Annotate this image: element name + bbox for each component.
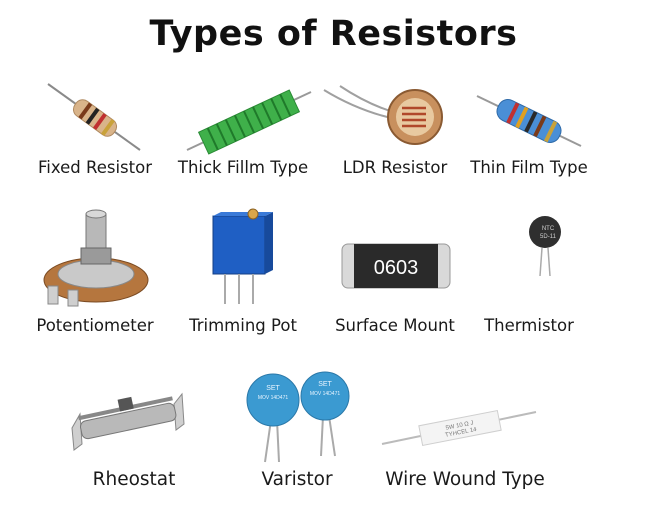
ldr-label: LDR Resistor bbox=[342, 158, 448, 177]
potentiometer-label: Potentiometer bbox=[36, 316, 154, 335]
surface-mount-resistor-icon: 0603 bbox=[341, 243, 451, 289]
thick-film-resistor-icon bbox=[186, 89, 312, 155]
surface-mount-label: Surface Mount bbox=[335, 316, 455, 335]
trimming-pot-icon bbox=[212, 208, 273, 304]
svg-text:MOV 14D471: MOV 14D471 bbox=[258, 395, 289, 401]
svg-text:NTC: NTC bbox=[542, 226, 555, 232]
fixed-resistor-icon bbox=[47, 83, 141, 151]
page-title: Types of Resistors bbox=[149, 14, 518, 54]
smd-marking: 0603 bbox=[374, 257, 419, 279]
varistor-icon: SET MOV 14D471 SET MOV 14D471 bbox=[246, 371, 350, 463]
fixed-resistor-label: Fixed Resistor bbox=[37, 158, 153, 177]
svg-text:SET: SET bbox=[266, 385, 280, 392]
thin-film-resistor-icon bbox=[476, 95, 582, 147]
thick-film-label: Thick Fillm Type bbox=[177, 158, 309, 177]
svg-text:SET: SET bbox=[318, 381, 332, 388]
svg-text:MOV 14D471: MOV 14D471 bbox=[310, 391, 341, 397]
rheostat-icon bbox=[71, 392, 185, 451]
wire-wound-label: Wire Wound Type bbox=[385, 469, 545, 490]
svg-text:5D-11: 5D-11 bbox=[540, 234, 557, 240]
varistor-label: Varistor bbox=[261, 469, 333, 490]
potentiometer-icon bbox=[43, 209, 149, 307]
ldr-resistor-icon bbox=[323, 85, 443, 145]
thermistor-icon: NTC 5D-11 bbox=[529, 216, 561, 277]
trimming-pot-label: Trimming Pot bbox=[189, 316, 297, 335]
wire-wound-resistor-icon: 5W 10 Ω J TYHCEL 14 bbox=[381, 409, 537, 447]
svg-text:5W 10 Ω J: 5W 10 Ω J bbox=[445, 420, 474, 431]
rheostat-label: Rheostat bbox=[92, 469, 176, 490]
thin-film-label: Thin Film Type bbox=[470, 158, 588, 177]
thermistor-label: Thermistor bbox=[484, 316, 574, 335]
